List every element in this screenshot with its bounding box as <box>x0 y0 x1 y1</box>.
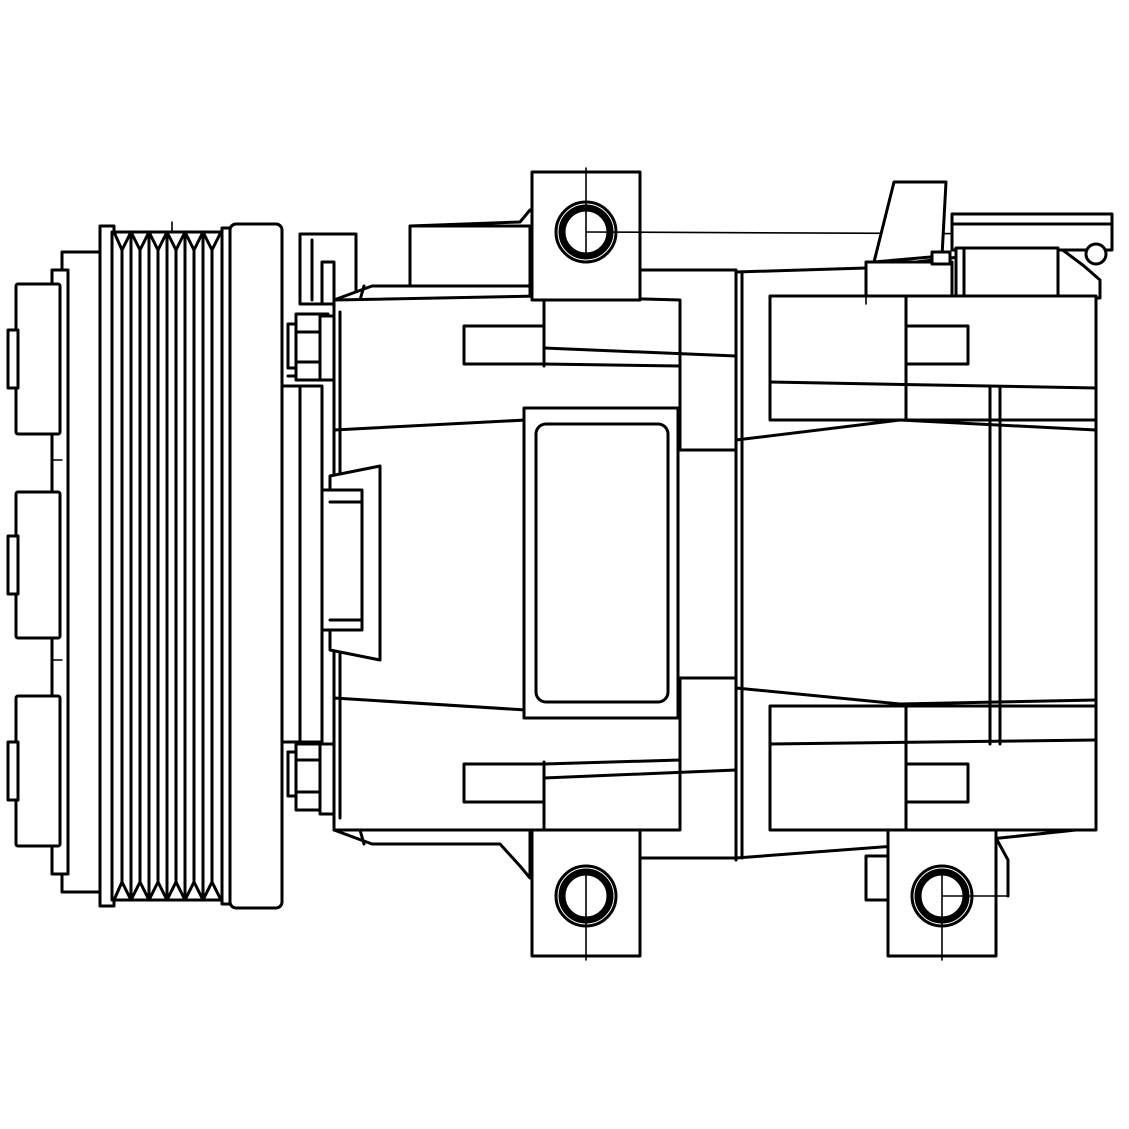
hub-lug-top <box>14 282 62 436</box>
top-rear-fitting <box>864 180 1114 305</box>
lower-rib <box>462 762 546 804</box>
hub-tab-bottom <box>6 740 20 802</box>
rear-port-stud <box>1084 242 1108 266</box>
rear-upper-rib <box>904 324 970 366</box>
front-boss-inner <box>320 488 364 632</box>
upper-bracket-slot <box>320 260 336 306</box>
bottom-rear-lug <box>864 854 890 902</box>
pulley <box>98 221 284 910</box>
hub-tab-top <box>6 328 20 390</box>
bolt-bottom-flange <box>318 742 336 816</box>
pulley-ribs-bottom <box>112 880 223 902</box>
mount-ear-bottom-front <box>530 828 642 961</box>
switch-nut <box>930 250 952 266</box>
hub-lug-middle <box>14 490 62 640</box>
pressure-switch-base <box>864 260 954 298</box>
pressure-switch <box>872 180 948 264</box>
front-head <box>320 248 738 880</box>
pulley-rear-flange <box>228 222 284 910</box>
center-label-plate <box>534 422 670 704</box>
bolt-top-flange <box>318 314 336 382</box>
clutch-hub <box>6 250 106 894</box>
front-bolts <box>286 312 336 816</box>
clutch-coil <box>280 232 358 754</box>
rear-port-block <box>954 246 1060 298</box>
hub-tab-middle <box>6 534 20 596</box>
mount-ear-top-front <box>408 167 1041 302</box>
coil-housing <box>280 384 324 744</box>
mount-ear-bottom-rear <box>864 828 1010 961</box>
rear-body <box>734 246 1102 860</box>
hub-lug-bottom <box>14 694 62 848</box>
pulley-ribs-top <box>112 230 223 252</box>
upper-rib <box>462 324 546 366</box>
top-front-fitting-block <box>408 224 532 288</box>
rear-port-cap <box>950 212 1114 252</box>
rear-lower-rib <box>904 762 970 804</box>
